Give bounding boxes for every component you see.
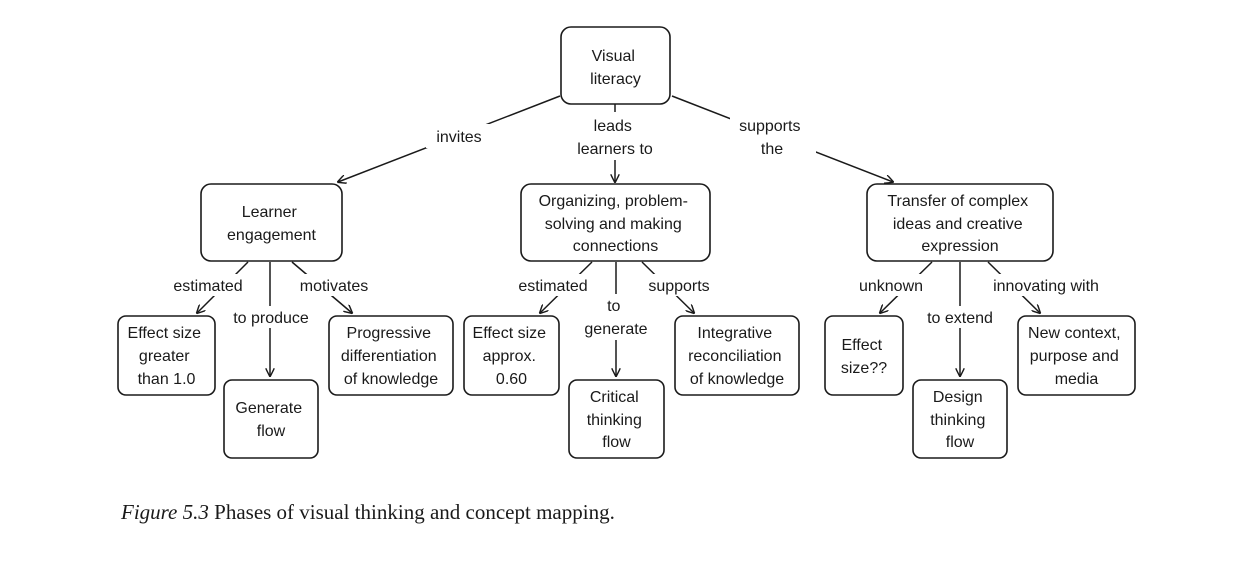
edge-label-bg-to-generate — [574, 294, 658, 340]
edge-label-to-generate: to generate — [584, 298, 647, 338]
edge-label-to-produce: to produce — [233, 310, 309, 327]
node-visual-literacy: Visual literacy — [560, 26, 671, 105]
node-effect-size-greater: Effect size greater than 1.0 — [117, 315, 216, 396]
edge-label-bg-motivates — [290, 274, 380, 296]
svg-text:Effect size approx.: Effect size approx. 0.60 — [473, 325, 551, 388]
edge-label-bg-estimated-1 — [163, 274, 253, 296]
node-effect-size-060: Effect size approx. 0.60 — [463, 315, 560, 396]
svg-text:Learner engagement: Learner engagement — [227, 204, 317, 244]
svg-text:Effect size??: Effect size?? — [841, 337, 887, 377]
edge-label-invites: invites — [436, 129, 481, 146]
edge-label-leads: leads learners to — [577, 118, 653, 158]
edge-label-bg-estimated-2 — [506, 274, 598, 296]
edge-label-estimated-1: estimated — [173, 278, 242, 295]
node-learner-engagement: Learner engagement — [200, 183, 343, 262]
node-integrative-reconciliation: Integrative reconciliation of knowledge — [674, 315, 800, 396]
node-generate-flow: Generate flow — [223, 379, 319, 459]
svg-text:Effect size greater: Effect size greater than 1.0 — [128, 325, 206, 388]
node-progressive-differentiation: Progressive differentiation of knowledge — [328, 315, 454, 396]
node-transfer: Transfer of complex ideas and creative e… — [866, 183, 1054, 262]
edge-label-innovating: innovating with — [993, 278, 1099, 295]
svg-text:New context, purpose and: New context, purpose and media — [1028, 325, 1125, 388]
node-organizing: Organizing, problem- solving and making … — [520, 183, 711, 262]
svg-text:Organizing, problem- sol: Organizing, problem- solving and making … — [539, 193, 693, 255]
edge-label-to-extend: to extend — [927, 310, 993, 327]
svg-text:Integrative reconciliati: Integrative reconciliation of knowledge — [688, 325, 786, 388]
edge-label-supports-the: supports the — [739, 118, 805, 158]
edge-label-bg-invites — [426, 124, 492, 148]
edge-label-bg-unknown — [848, 274, 934, 296]
node-effect-size-unknown: Effect size?? — [824, 315, 904, 396]
svg-text:Generate flow: Generate flow — [235, 400, 306, 440]
node-design-thinking-flow: Design thinking flow — [912, 379, 1008, 459]
node-new-context: New context, purpose and media — [1017, 315, 1136, 396]
edge-label-motivates: motivates — [300, 278, 368, 295]
svg-text:Visual literacy: Visual literacy — [590, 48, 641, 88]
edge-label-estimated-2: estimated — [518, 278, 587, 295]
edge-label-bg-to-produce — [224, 306, 318, 328]
node-critical-thinking-flow: Critical thinking flow — [568, 379, 665, 459]
svg-text:Design thinking fl: Design thinking flow — [930, 389, 990, 451]
edge-label-bg-leads — [568, 112, 662, 160]
edge-label-bg-innovating — [980, 274, 1114, 296]
edge-label-bg-supports-the — [730, 112, 816, 160]
svg-text:Critical thinking: Critical thinking flow — [587, 389, 647, 451]
figure-caption-label: Figure 5.3 — [121, 500, 209, 524]
edge-label-bg-supports — [638, 274, 722, 296]
figure-caption-text: Phases of visual thinking and concept ma… — [214, 500, 615, 524]
edge-label-unknown: unknown — [859, 278, 923, 295]
svg-text:Transfer of complex idea: Transfer of complex ideas and creative e… — [887, 193, 1032, 255]
edge-label-bg-to-extend — [916, 306, 1004, 328]
edge-label-supports: supports — [648, 278, 709, 295]
svg-text:Progressive differentiat: Progressive differentiation of knowledge — [341, 325, 441, 388]
figure-caption: Figure 5.3 Phases of visual thinking and… — [121, 500, 615, 525]
